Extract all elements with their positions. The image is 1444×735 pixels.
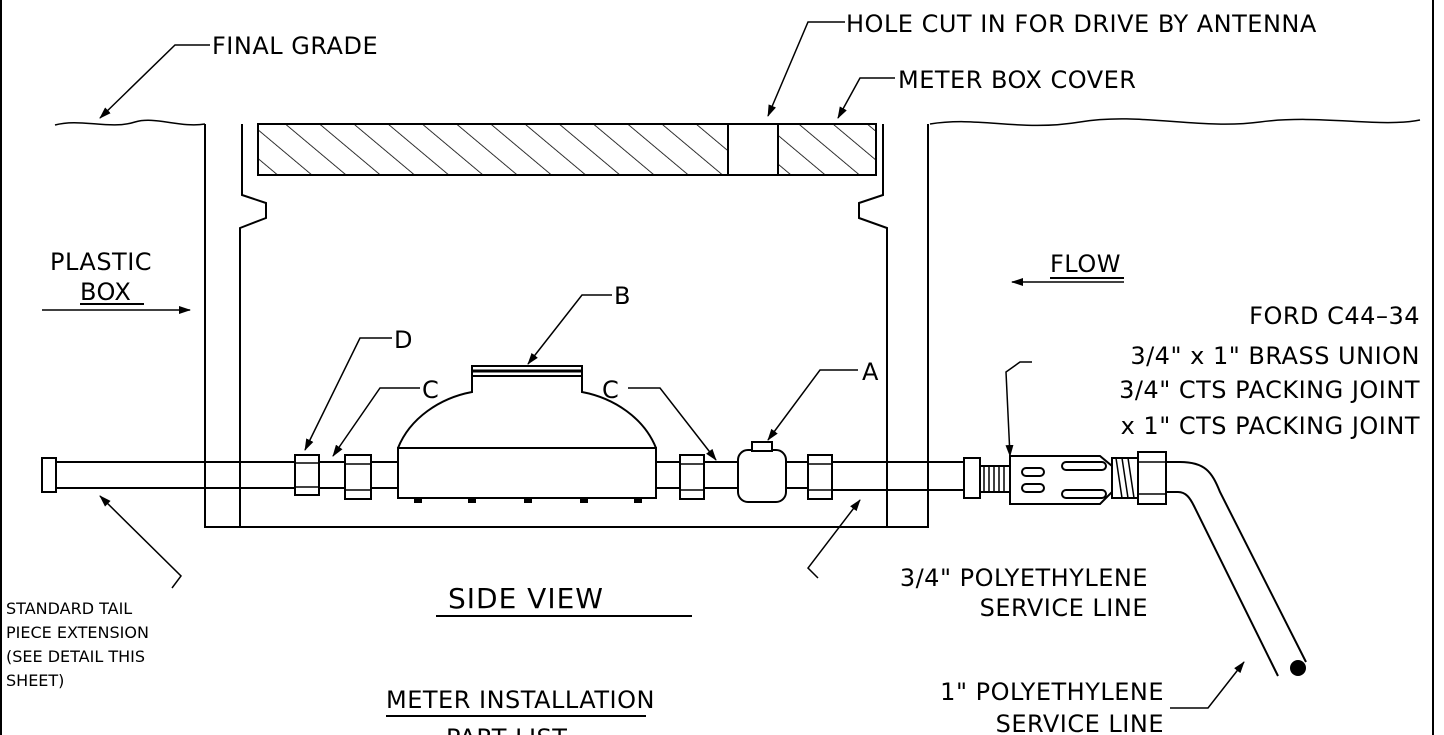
meter-bottom-bolts — [414, 498, 642, 503]
brass-union — [963, 451, 1167, 505]
ford-label-4: x 1" CTS PACKING JOINT — [1121, 412, 1420, 440]
union-threads-left — [983, 466, 1005, 492]
hole-cut-label: HOLE CUT IN FOR DRIVE BY ANTENNA — [846, 10, 1317, 38]
union-threads-right — [1115, 457, 1135, 499]
leader-lines — [42, 21, 1245, 709]
plastic-box-label-2: BOX — [80, 278, 131, 306]
ford-label-3: 3/4" CTS PACKING JOINT — [1119, 376, 1420, 404]
coupling-nut-d — [294, 454, 345, 496]
meter-box-cover — [257, 123, 877, 176]
poly-3-4-label-2: SERVICE LINE — [980, 594, 1148, 622]
final-grade-label: FINAL GRADE — [212, 32, 378, 60]
coupling-nut-c-left — [344, 454, 398, 500]
tail-piece-label-1: STANDARD TAIL — [6, 599, 132, 618]
tail-piece-label-2: PIECE EXTENSION — [6, 623, 149, 642]
tail-piece-label-4: SHEET) — [6, 671, 64, 690]
coupling-nut-valve — [807, 454, 833, 500]
side-view-title: SIDE VIEW — [448, 582, 604, 615]
poly-1-label-2: SERVICE LINE — [996, 710, 1164, 735]
polyethylene-line-3-4 — [832, 461, 964, 491]
ford-label-1: FORD C44–34 — [1249, 302, 1420, 330]
ford-label-2: 3/4" x 1" BRASS UNION — [1130, 342, 1420, 370]
water-meter-b — [397, 365, 680, 503]
poly-3-4-label-1: 3/4" POLYETHYLENE — [900, 564, 1148, 592]
labels: FINAL GRADE HOLE CUT IN FOR DRIVE BY ANT… — [6, 10, 1420, 735]
plastic-box-label-1: PLASTIC — [50, 248, 152, 276]
tail-piece-extension — [41, 457, 295, 493]
callout-c-right: C — [602, 376, 619, 404]
callout-a: A — [862, 358, 879, 386]
tail-piece-label-3: (SEE DETAIL THIS — [6, 647, 145, 666]
valve-a — [737, 441, 808, 503]
callout-b: B — [614, 282, 631, 310]
meter-box-cover-label: METER BOX COVER — [898, 66, 1136, 94]
meter-installation-title: METER INSTALLATION — [386, 686, 655, 714]
polyethylene-line-1 — [1166, 461, 1307, 677]
part-list-title: PART LIST — [446, 724, 567, 735]
callout-c-left: C — [422, 376, 439, 404]
poly-1-label-1: 1" POLYETHYLENE — [940, 678, 1164, 706]
flow-label: FLOW — [1050, 250, 1121, 278]
callout-d: D — [394, 326, 413, 354]
final-grade-line — [54, 118, 1421, 127]
coupling-nut-c-right — [679, 454, 738, 500]
plastic-meter-box — [204, 124, 929, 528]
